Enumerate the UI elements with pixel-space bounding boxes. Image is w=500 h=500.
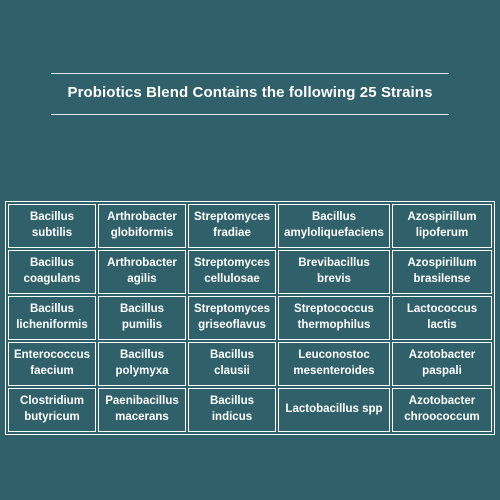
title-top-rule (51, 73, 449, 74)
strain-name: Bacillus polymyxa (115, 349, 169, 377)
strain-name: Streptomyces fradiae (193, 211, 271, 239)
strain-name: Bacillus licheniformis (16, 303, 88, 331)
strain-cell: Azotobacter paspali (392, 342, 492, 386)
strain-cell: Azotobacter chroococcum (392, 388, 492, 432)
strain-name: Leuconostoc mesenteroides (293, 349, 375, 377)
strain-name: Arthrobacter globiformis (107, 211, 177, 239)
strain-cell: Bacillus coagulans (8, 250, 96, 294)
strain-name: Bacillus coagulans (23, 257, 81, 285)
strain-cell: Bacillus clausii (188, 342, 276, 386)
strain-name: Enterococcus faecium (13, 349, 91, 377)
strain-cell: Arthrobacter globiformis (98, 204, 186, 248)
strain-cell: Lactococcus lactis (392, 296, 492, 340)
strain-name: Lactococcus lactis (406, 303, 478, 331)
strain-cell: Paenibacillus macerans (98, 388, 186, 432)
strain-cell: Bacillus amyloliquefaciens (278, 204, 390, 248)
strain-cell: Bacillus polymyxa (98, 342, 186, 386)
strain-cell: Brevibacillus brevis (278, 250, 390, 294)
strain-name: Streptococcus thermophilus (294, 303, 374, 331)
strain-name: Azospirillum brasilense (407, 257, 477, 285)
strain-cell: Arthrobacter agilis (98, 250, 186, 294)
strain-name: Streptomyces cellulosae (193, 257, 271, 285)
strain-cell: Streptomyces cellulosae (188, 250, 276, 294)
strain-cell: Bacillus licheniformis (8, 296, 96, 340)
strain-name: Azotobacter paspali (408, 349, 476, 377)
strain-cell: Azospirillum brasilense (392, 250, 492, 294)
strain-cell: Streptomyces griseoflavus (188, 296, 276, 340)
strain-name: Bacillus subtilis (29, 211, 75, 239)
strain-cell: Bacillus subtilis (8, 204, 96, 248)
strain-name: Brevibacillus brevis (298, 257, 370, 285)
strain-cell: Streptococcus thermophilus (278, 296, 390, 340)
strain-name: Bacillus amyloliquefaciens (284, 211, 384, 239)
strain-name: Azospirillum lipoferum (407, 211, 477, 239)
strain-name: Clostridium butyricum (20, 395, 84, 423)
page-title: Probiotics Blend Contains the following … (67, 84, 433, 101)
strain-cell: Bacillus pumilis (98, 296, 186, 340)
strain-cell: Lactobacillus spp (278, 388, 390, 432)
strain-name: Bacillus clausii (209, 349, 255, 377)
strain-cell: Enterococcus faecium (8, 342, 96, 386)
strain-name: Lactobacillus spp (285, 403, 383, 416)
strain-table: Bacillus subtilis Arthrobacter globiform… (5, 201, 495, 435)
strain-name: Azotobacter chroococcum (404, 395, 480, 423)
strain-name: Paenibacillus macerans (105, 395, 179, 423)
strain-name: Streptomyces griseoflavus (193, 303, 271, 331)
strain-cell: Bacillus indicus (188, 388, 276, 432)
strain-name: Arthrobacter agilis (107, 257, 177, 285)
strain-cell: Azospirillum lipoferum (392, 204, 492, 248)
strain-name: Bacillus pumilis (119, 303, 165, 331)
title-bottom-rule (51, 114, 449, 115)
strain-cell: Streptomyces fradiae (188, 204, 276, 248)
strain-cell: Leuconostoc mesenteroides (278, 342, 390, 386)
strain-name: Bacillus indicus (209, 395, 255, 423)
strain-cell: Clostridium butyricum (8, 388, 96, 432)
